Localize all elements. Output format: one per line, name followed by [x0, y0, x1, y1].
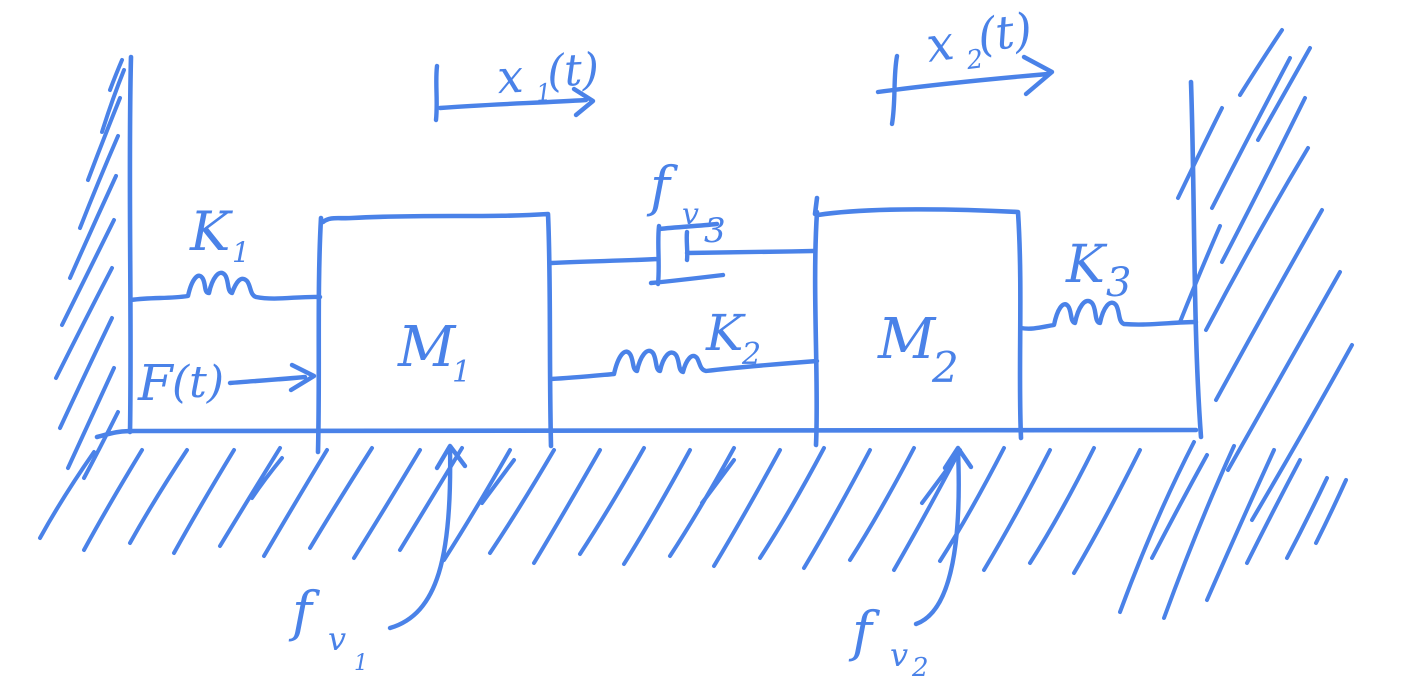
- friction-arrow-fv1: [387, 443, 468, 631]
- spring-k2: [548, 348, 820, 382]
- label-force: F (t): [137, 354, 224, 412]
- mass-m2-box: [812, 195, 1024, 448]
- x2-reference-arrow: [875, 53, 1055, 127]
- label-k1: K 1: [189, 200, 250, 269]
- left-wall-hatching: [54, 58, 126, 480]
- damper-fv3: [548, 221, 816, 287]
- left-wall: [127, 54, 134, 435]
- right-wall: [1188, 79, 1204, 440]
- label-k2: K 2: [705, 304, 761, 372]
- label-fv2: f v 2: [848, 600, 929, 678]
- friction-arrow-fv2: [913, 445, 974, 627]
- ground-hatching: [38, 440, 1348, 620]
- spring-k1: [128, 270, 323, 303]
- label-m2: M 2: [877, 307, 959, 392]
- label-fv1: f v 1: [288, 580, 368, 676]
- label-m1: M 1: [397, 315, 471, 390]
- mass-m1-box: [315, 211, 554, 455]
- label-x1: x 1 (t): [496, 44, 601, 109]
- ground-line: [94, 427, 1199, 440]
- x1-reference-arrow: [433, 63, 596, 123]
- force-arrow: [227, 362, 317, 393]
- right-wall-hatching: [1176, 28, 1354, 522]
- spring-k3: [1018, 298, 1199, 331]
- label-x2: x 2 (t): [923, 2, 1037, 80]
- label-k3: K 3: [1065, 235, 1131, 306]
